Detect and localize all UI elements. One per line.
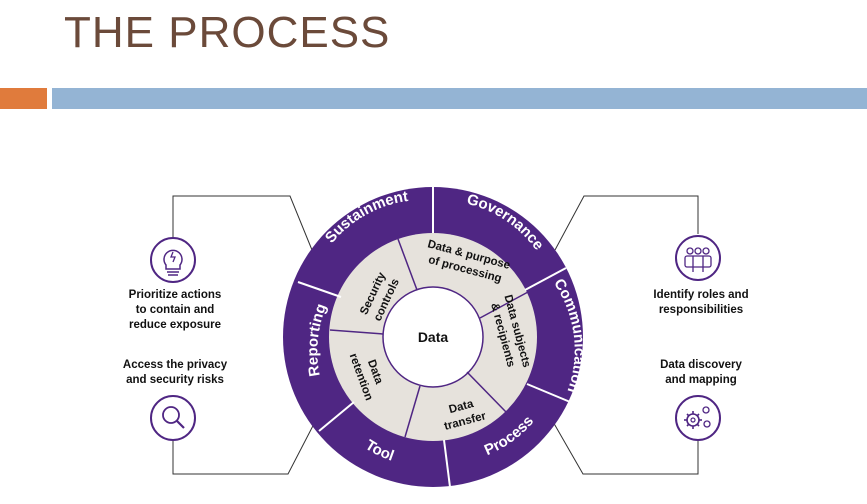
svg-text:responsibilities: responsibilities [659,304,743,316]
svg-text:Identify roles and: Identify roles and [653,289,748,301]
svg-text:Access the privacy: Access the privacy [123,359,228,371]
accent-bar-blue [52,88,867,109]
connector-left-top [172,195,313,251]
gears-icon [675,395,721,441]
connector-lines [172,195,699,475]
svg-text:Data discovery: Data discovery [660,359,742,371]
center-circle [382,286,484,388]
left-top-caption: Prioritize actions to contain and reduce… [129,289,222,331]
svg-text:reduce exposure: reduce exposure [129,319,221,331]
right-top-caption: Identify roles and responsibilities [653,289,748,316]
right-bottom-caption: Data discovery and mapping [660,359,742,386]
accent-bar-orange [0,88,47,109]
process-wheel [283,187,583,488]
connector-left-bottom [172,417,318,475]
svg-text:Prioritize actions: Prioritize actions [129,289,222,301]
magnifier-icon [150,395,196,441]
connector-right-bottom [551,419,699,475]
svg-text:and mapping: and mapping [665,374,737,386]
connector-right-top [554,195,699,251]
page-title: THE PROCESS [64,8,391,57]
svg-text:to contain and: to contain and [136,304,215,316]
people-icon [675,235,721,281]
center-label: Data [418,329,449,345]
lightbulb-icon [150,237,196,283]
left-bottom-caption: Access the privacy and security risks [123,359,228,386]
svg-text:and security risks: and security risks [126,374,224,386]
